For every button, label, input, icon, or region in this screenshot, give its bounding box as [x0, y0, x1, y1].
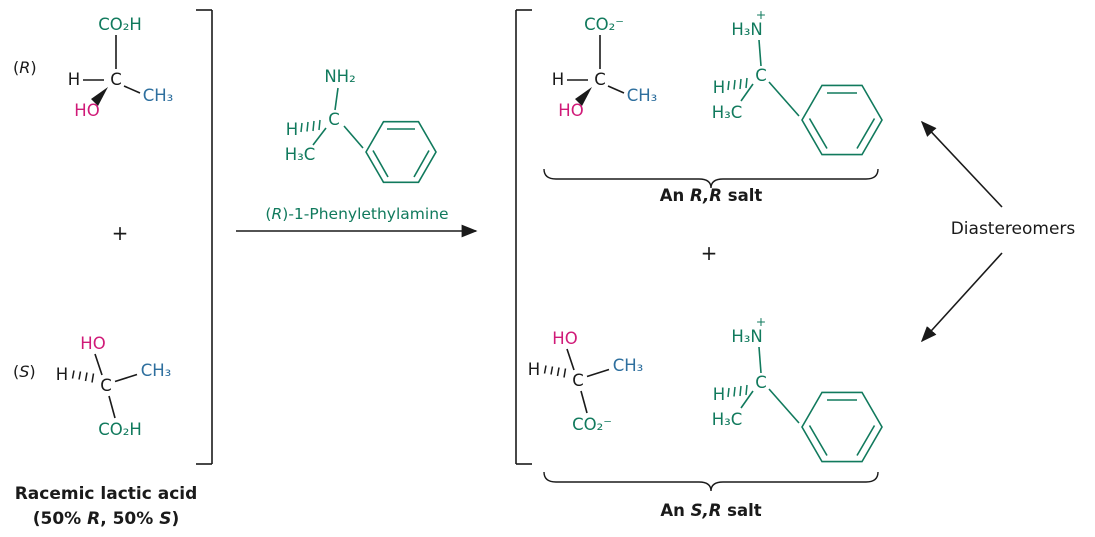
atom-c: C	[100, 375, 112, 395]
r-config-open-paren: (	[13, 58, 20, 77]
r-lactic-acid-bonds	[83, 35, 141, 106]
atom-c: C	[755, 65, 767, 85]
atom-h: H	[55, 364, 69, 384]
caption2-part2: , 50%	[100, 509, 160, 529]
right-plus-sign: +	[700, 241, 718, 265]
racemic-caption-line2: (50% R, 50% S)	[0, 509, 212, 530]
rr-salt-label-suffix: salt	[722, 186, 763, 205]
reaction-arrow	[236, 224, 478, 238]
wedge-bond	[575, 87, 592, 106]
caption2-s: S	[159, 509, 172, 529]
atom-c: C	[594, 69, 606, 89]
sr-ammonium-bonds	[727, 346, 883, 463]
atom-co2h: CO₂H	[98, 14, 142, 34]
phenylethylamine-structure: NH₂ C H H₃C	[268, 62, 473, 197]
r-lactate-structure: CO₂⁻ C H CH₃ HO	[542, 8, 692, 123]
atom-h: H	[712, 384, 726, 404]
atom-h: H	[551, 69, 565, 89]
phenylethylamine-bonds	[300, 87, 437, 184]
racemic-caption-line1: Racemic lactic acid	[14, 484, 198, 504]
r-lactate-bonds	[567, 35, 625, 106]
atom-h3n: H₃N	[731, 19, 763, 39]
benzene-ring	[365, 120, 437, 184]
r-config-close-paren: )	[30, 58, 37, 77]
atom-ho: HO	[80, 333, 106, 353]
atom-h3c: H₃C	[711, 102, 743, 122]
s-lactate-bonds	[543, 348, 610, 414]
caption2-part1: (50%	[32, 509, 88, 529]
atom-c: C	[328, 109, 340, 129]
reagent-label-name: )-1-Phenylethylamine	[282, 205, 449, 223]
diastereomer-arrows	[920, 120, 1003, 343]
ammonium-plus-charge: +	[755, 6, 767, 22]
atom-h3n: H₃N	[731, 326, 763, 346]
s-lactic-acid-structure: HO H C CH₃ CO₂H	[48, 330, 208, 444]
benzene-ring	[801, 391, 883, 463]
reagent-label: (R)-1-Phenylethylamine	[247, 205, 467, 224]
s-config-letter: S	[19, 362, 30, 381]
sr-salt-label-stereo: S,R	[690, 501, 722, 520]
atom-ch3: CH₃	[626, 85, 658, 105]
left-plus-sign: +	[111, 221, 129, 245]
r-config-letter: R	[19, 58, 31, 77]
caption2-r: R	[87, 509, 101, 529]
atom-ch3: CH₃	[612, 355, 644, 375]
sr-salt-label-prefix: An	[660, 501, 691, 520]
caption2-part3: )	[171, 509, 180, 529]
rr-salt-label: An R,R salt	[560, 186, 862, 207]
atom-co2h: CO₂H	[98, 419, 142, 439]
atom-h3c: H₃C	[284, 144, 316, 164]
rr-ammonium-structure: + H₃N C H H₃C	[697, 8, 917, 168]
rr-salt-label-stereo: R,R	[690, 186, 722, 205]
atom-co2-minus: CO₂⁻	[572, 414, 612, 434]
atom-ho: HO	[552, 328, 578, 348]
diastereomers-label: Diastereomers	[950, 219, 1076, 239]
atom-c: C	[110, 69, 122, 89]
reactants-close-bracket	[196, 9, 213, 465]
reagent-label-r: R	[271, 205, 283, 223]
atom-h: H	[712, 77, 726, 97]
rr-salt-label-prefix: An	[659, 186, 690, 205]
sr-salt-label-suffix: salt	[721, 501, 762, 520]
atom-h3c: H₃C	[711, 409, 743, 429]
atom-co2-minus: CO₂⁻	[584, 14, 624, 34]
products-open-bracket	[515, 9, 532, 465]
r-config-label: (R)	[13, 58, 37, 77]
s-lactic-acid-bonds	[71, 353, 138, 419]
atom-h: H	[285, 119, 299, 139]
atom-h: H	[527, 359, 541, 379]
rr-ammonium-bonds	[727, 39, 883, 156]
sr-salt-label: An S,R salt	[560, 501, 862, 522]
atom-c: C	[755, 372, 767, 392]
atom-c: C	[572, 370, 584, 390]
atom-ch3: CH₃	[142, 85, 174, 105]
atom-ho: HO	[74, 100, 100, 120]
sr-ammonium-structure: + H₃N C H H₃C	[697, 315, 917, 475]
atom-ch3: CH₃	[140, 360, 172, 380]
atom-nh2: NH₂	[324, 66, 356, 86]
ammonium-plus-charge: +	[755, 313, 767, 329]
s-lactate-structure: HO H C CH₃ CO₂⁻	[520, 325, 680, 443]
sr-salt-brace	[543, 471, 879, 492]
s-config-label: (S)	[13, 362, 36, 381]
wedge-bond	[91, 87, 108, 106]
atom-h: H	[67, 69, 81, 89]
s-config-open-paren: (	[13, 362, 20, 381]
atom-ho: HO	[558, 100, 584, 120]
reagent-label-open-paren: (	[265, 205, 272, 223]
r-lactic-acid-structure: CO₂H C H CH₃ HO	[58, 8, 208, 123]
benzene-ring	[801, 84, 883, 156]
s-config-close-paren: )	[29, 362, 36, 381]
rr-salt-brace	[543, 168, 879, 189]
